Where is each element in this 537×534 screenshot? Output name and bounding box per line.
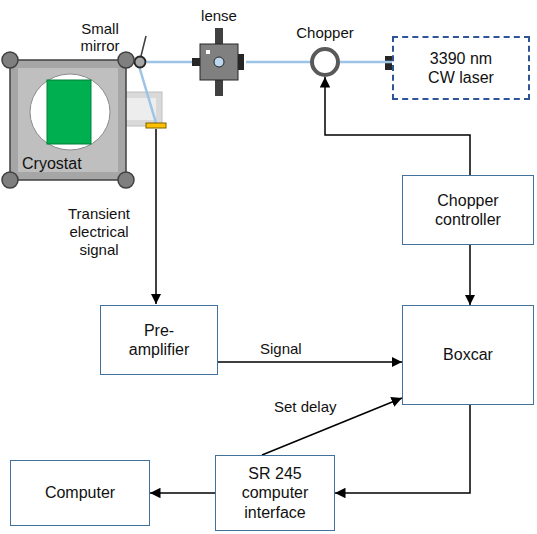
mirror-disc — [135, 57, 146, 68]
part-label: lense — [192, 7, 246, 24]
cryostat-bolt — [2, 172, 18, 188]
cryostat-body — [10, 60, 126, 180]
part-label: Chopper — [296, 24, 354, 41]
mirror-symbol: Small mirror — [133, 55, 147, 69]
box-label: 3390 nm CW laser — [416, 49, 506, 87]
sample-holder — [47, 80, 91, 144]
cryostat: Cryostat — [10, 60, 126, 180]
process-box: Computer — [10, 460, 150, 526]
signal-arrow — [335, 405, 470, 493]
signal-arrow — [218, 361, 402, 363]
signal-label: Transient electrical signal — [52, 205, 146, 259]
box-label: Boxcar — [443, 345, 493, 364]
lens-clamp — [238, 54, 244, 70]
cryostat-bolt — [118, 172, 134, 188]
edge-label: Set delay — [272, 398, 339, 416]
lens-holder — [200, 44, 238, 80]
signal-wire — [155, 129, 157, 304]
lens-screw — [206, 50, 210, 54]
laser-beam — [340, 61, 392, 64]
mirror-symbol-outline — [133, 55, 147, 69]
mirror-stalk — [141, 36, 146, 56]
chopper-wheel: Chopper — [310, 47, 340, 77]
detector — [146, 123, 166, 128]
cryostat-bolt — [118, 52, 134, 68]
laser-source: 3390 nm CW laser — [392, 36, 530, 100]
process-box: SR 245 computer interface — [215, 455, 335, 531]
chopper-wheel-outline — [310, 47, 340, 77]
process-box: Chopper controller — [402, 175, 534, 245]
laser-beam — [246, 61, 310, 64]
lens-mount-outline — [192, 28, 246, 96]
signal-arrow — [262, 398, 402, 455]
process-box: Pre- amplifier — [100, 305, 218, 375]
signal-arrow — [469, 245, 471, 305]
part-label: Cryostat — [22, 155, 82, 173]
lens-post — [215, 28, 223, 96]
signal-arrow — [325, 77, 470, 175]
lens-mount: lense — [192, 28, 246, 96]
signal-arrow — [150, 492, 215, 494]
box-label: Chopper controller — [418, 191, 518, 229]
part-label: Small mirror — [70, 20, 130, 55]
box-label: Pre- amplifier — [119, 321, 199, 359]
laser-beam — [147, 61, 192, 64]
edge-label: Signal — [258, 340, 304, 358]
laser-beam — [139, 66, 156, 123]
cryostat-bolt — [2, 52, 18, 68]
box-label: SR 245 computer interface — [235, 464, 315, 522]
process-box: Boxcar — [402, 305, 534, 405]
lens-knob — [192, 58, 200, 66]
box-label: Computer — [45, 483, 115, 502]
cryostat-bore — [30, 74, 110, 150]
chopper-ring — [312, 49, 338, 75]
lens-glass — [214, 57, 224, 67]
